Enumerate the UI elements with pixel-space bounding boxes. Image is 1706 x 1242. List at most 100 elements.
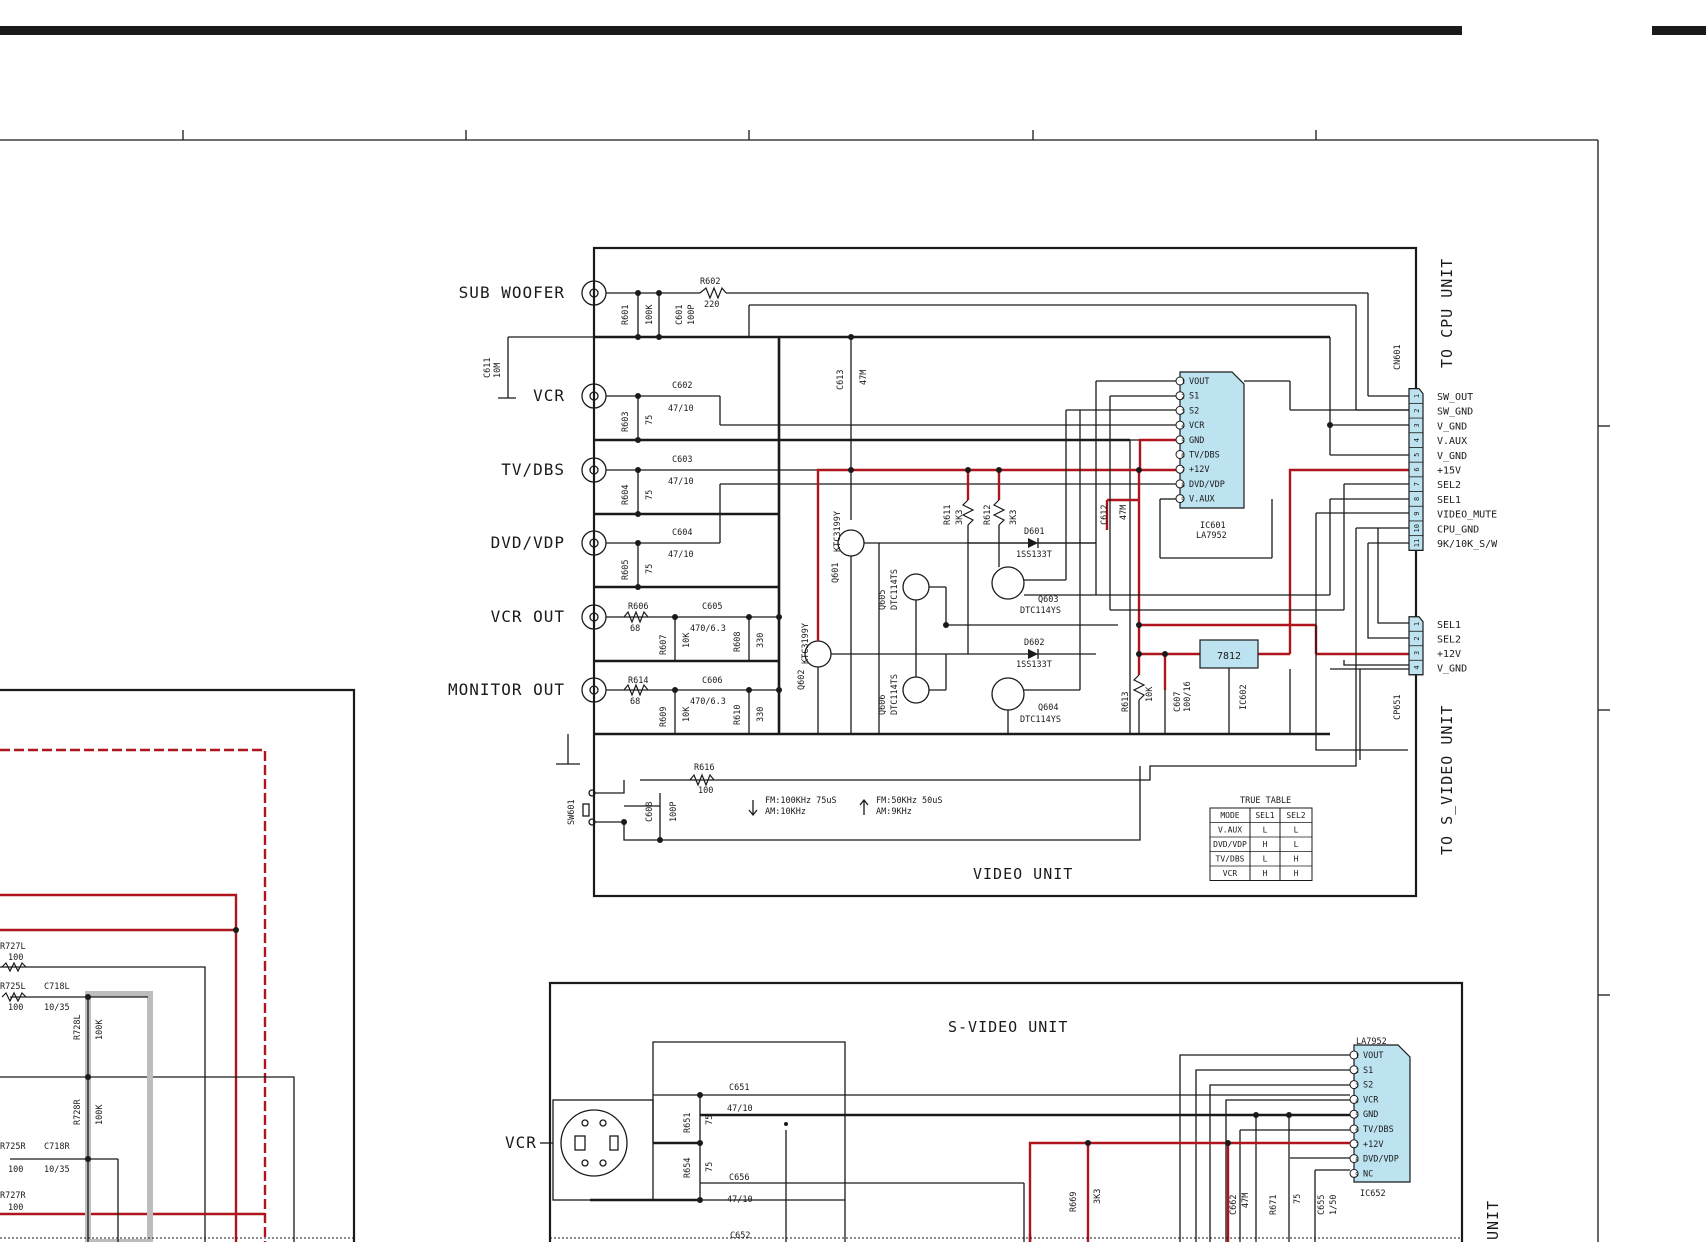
dvd-vdp-jack-label: DVD/VDP xyxy=(491,533,565,552)
r728l-value: 100K xyxy=(95,1019,105,1040)
ic601-pin-number: 7 xyxy=(1181,467,1185,474)
r728l-label: R728L xyxy=(73,1014,83,1040)
c662-value: 47M xyxy=(1241,1193,1251,1208)
c655-value: 1/50 xyxy=(1329,1195,1339,1215)
ic601-pin-marker xyxy=(1175,420,1185,430)
video-unit-title: VIDEO UNIT xyxy=(973,865,1073,883)
c718r-label: C718R xyxy=(44,1142,70,1152)
truth-table-title: TRUE TABLE xyxy=(1240,796,1291,806)
r605-value: 75 xyxy=(645,564,655,574)
q602-type: KTC3199Y xyxy=(801,623,811,664)
c652-label: C652 xyxy=(730,1231,750,1241)
r614-label: R614 xyxy=(628,676,648,686)
q602-label: Q602 xyxy=(797,670,807,690)
ic652-pin-number: 8 xyxy=(1355,1157,1359,1164)
c604-value: 47/10 xyxy=(668,550,694,560)
ic601-pin-number: 1 xyxy=(1181,379,1185,386)
c656-label: C656 xyxy=(729,1173,749,1183)
regulator-label: 7812 xyxy=(1217,651,1241,662)
q604-label: Q604 xyxy=(1038,703,1058,713)
truth-table-cell: L xyxy=(1294,826,1299,835)
r725l-label: R725L xyxy=(0,982,26,992)
truth-table-cell: DVD/VDP xyxy=(1213,840,1247,849)
r669-label: R669 xyxy=(1069,1192,1079,1212)
regulator-7812: 7812 IC602 xyxy=(1199,639,1259,734)
cn601-signal-label: SW_GND xyxy=(1437,407,1473,418)
cp651-pin-number: 1 xyxy=(1413,622,1421,626)
tv-dbs-jack-label: TV/DBS xyxy=(501,460,565,479)
ic652-pin-label: +12V xyxy=(1363,1140,1383,1150)
truth-table-cell: H xyxy=(1263,869,1268,878)
d602-label: D602 xyxy=(1024,638,1044,648)
r612-value: 3K3 xyxy=(1009,510,1019,525)
monitor-out-jack-label: MONITOR OUT xyxy=(448,680,565,699)
jack-monitor-out: MONITOR OUT xyxy=(448,677,607,703)
ic652-pin-label: DVD/VDP xyxy=(1363,1155,1399,1165)
note-up-line2: AM:9KHz xyxy=(876,807,912,817)
r608-value: 330 xyxy=(756,633,766,648)
c655-label: C655 xyxy=(1317,1195,1327,1215)
r602-value: 220 xyxy=(704,300,719,310)
r671-value: 75 xyxy=(1293,1194,1303,1204)
jack-sub-woofer: SUB WOOFER xyxy=(459,280,607,306)
d601-type: 1SS133T xyxy=(1016,550,1052,560)
q601-label: Q601 xyxy=(831,563,841,583)
c718r-value: 10/35 xyxy=(44,1165,70,1175)
c612-value: 47M xyxy=(1119,505,1129,520)
r671-label: R671 xyxy=(1269,1195,1279,1215)
cp651-signal-label: V_GND xyxy=(1437,664,1467,675)
r611-label: R611 xyxy=(943,505,953,525)
ic601-pin-number: 8 xyxy=(1181,482,1185,489)
page-border xyxy=(0,26,1706,1242)
c656-value: 47/10 xyxy=(727,1195,753,1205)
d601-label: D601 xyxy=(1024,527,1044,537)
c605-label: C605 xyxy=(702,602,722,612)
truth-table-cell: L xyxy=(1263,855,1268,864)
c718l-value: 10/35 xyxy=(44,1003,70,1013)
r728r-value: 100K xyxy=(95,1104,105,1125)
cp651-signal-label: SEL2 xyxy=(1437,635,1461,646)
ic652-pin-label: NC xyxy=(1363,1169,1373,1179)
r608-label: R608 xyxy=(733,632,743,652)
c605-value: 470/6.3 xyxy=(690,624,726,634)
ic601-pin-number: 9 xyxy=(1181,497,1185,504)
ic601-ref: IC601 xyxy=(1200,521,1226,531)
r614-value: 68 xyxy=(630,697,640,707)
cn601-signal-label: CPU_GND xyxy=(1437,524,1479,535)
c611-label: C611 xyxy=(483,358,493,378)
ic601-pin-label: DVD/VDP xyxy=(1189,480,1225,490)
ic652-pin-label: VCR xyxy=(1363,1095,1379,1105)
cp651-pin-number: 2 xyxy=(1413,636,1421,640)
r727r-label: R727R xyxy=(0,1191,26,1201)
video-unit-board: SUB WOOFER VCR TV/DBS DVD/VDP VCR OUT MO… xyxy=(448,246,1498,898)
ic652-pin-label: VOUT xyxy=(1363,1051,1383,1061)
cn601-signal-label: SEL1 xyxy=(1437,495,1461,506)
ic601-pin-label: V.AUX xyxy=(1189,495,1215,505)
truth-table-cell: H xyxy=(1263,840,1268,849)
r610-value: 330 xyxy=(756,707,766,722)
cn601-ref: CN601 xyxy=(1393,344,1403,370)
ic652-pin-number: 3 xyxy=(1355,1083,1359,1090)
r651-label: R651 xyxy=(683,1113,693,1133)
cn601-pin-number: 2 xyxy=(1413,409,1421,413)
truth-table-cell: L xyxy=(1263,826,1268,835)
r609-value: 10K xyxy=(682,706,692,722)
jack-dvd-vdp: DVD/VDP xyxy=(491,530,607,556)
q604-type: DTC114YS xyxy=(1020,715,1061,725)
c601-value: 100P xyxy=(687,305,697,325)
r610-label: R610 xyxy=(733,705,743,725)
c607-label: C607 xyxy=(1173,692,1183,712)
ic601-pin-number: 6 xyxy=(1181,453,1185,460)
truth-table-cell: H xyxy=(1294,855,1299,864)
r725l-value: 100 xyxy=(8,1003,23,1013)
note-up-line1: FM:50KHz 50uS xyxy=(876,796,943,806)
cn601-signal-label: V.AUX xyxy=(1437,436,1467,447)
ic652-pin-marker xyxy=(1349,1109,1359,1119)
r616-value: 100 xyxy=(698,786,713,796)
ic601-pin-number: 3 xyxy=(1181,408,1185,415)
